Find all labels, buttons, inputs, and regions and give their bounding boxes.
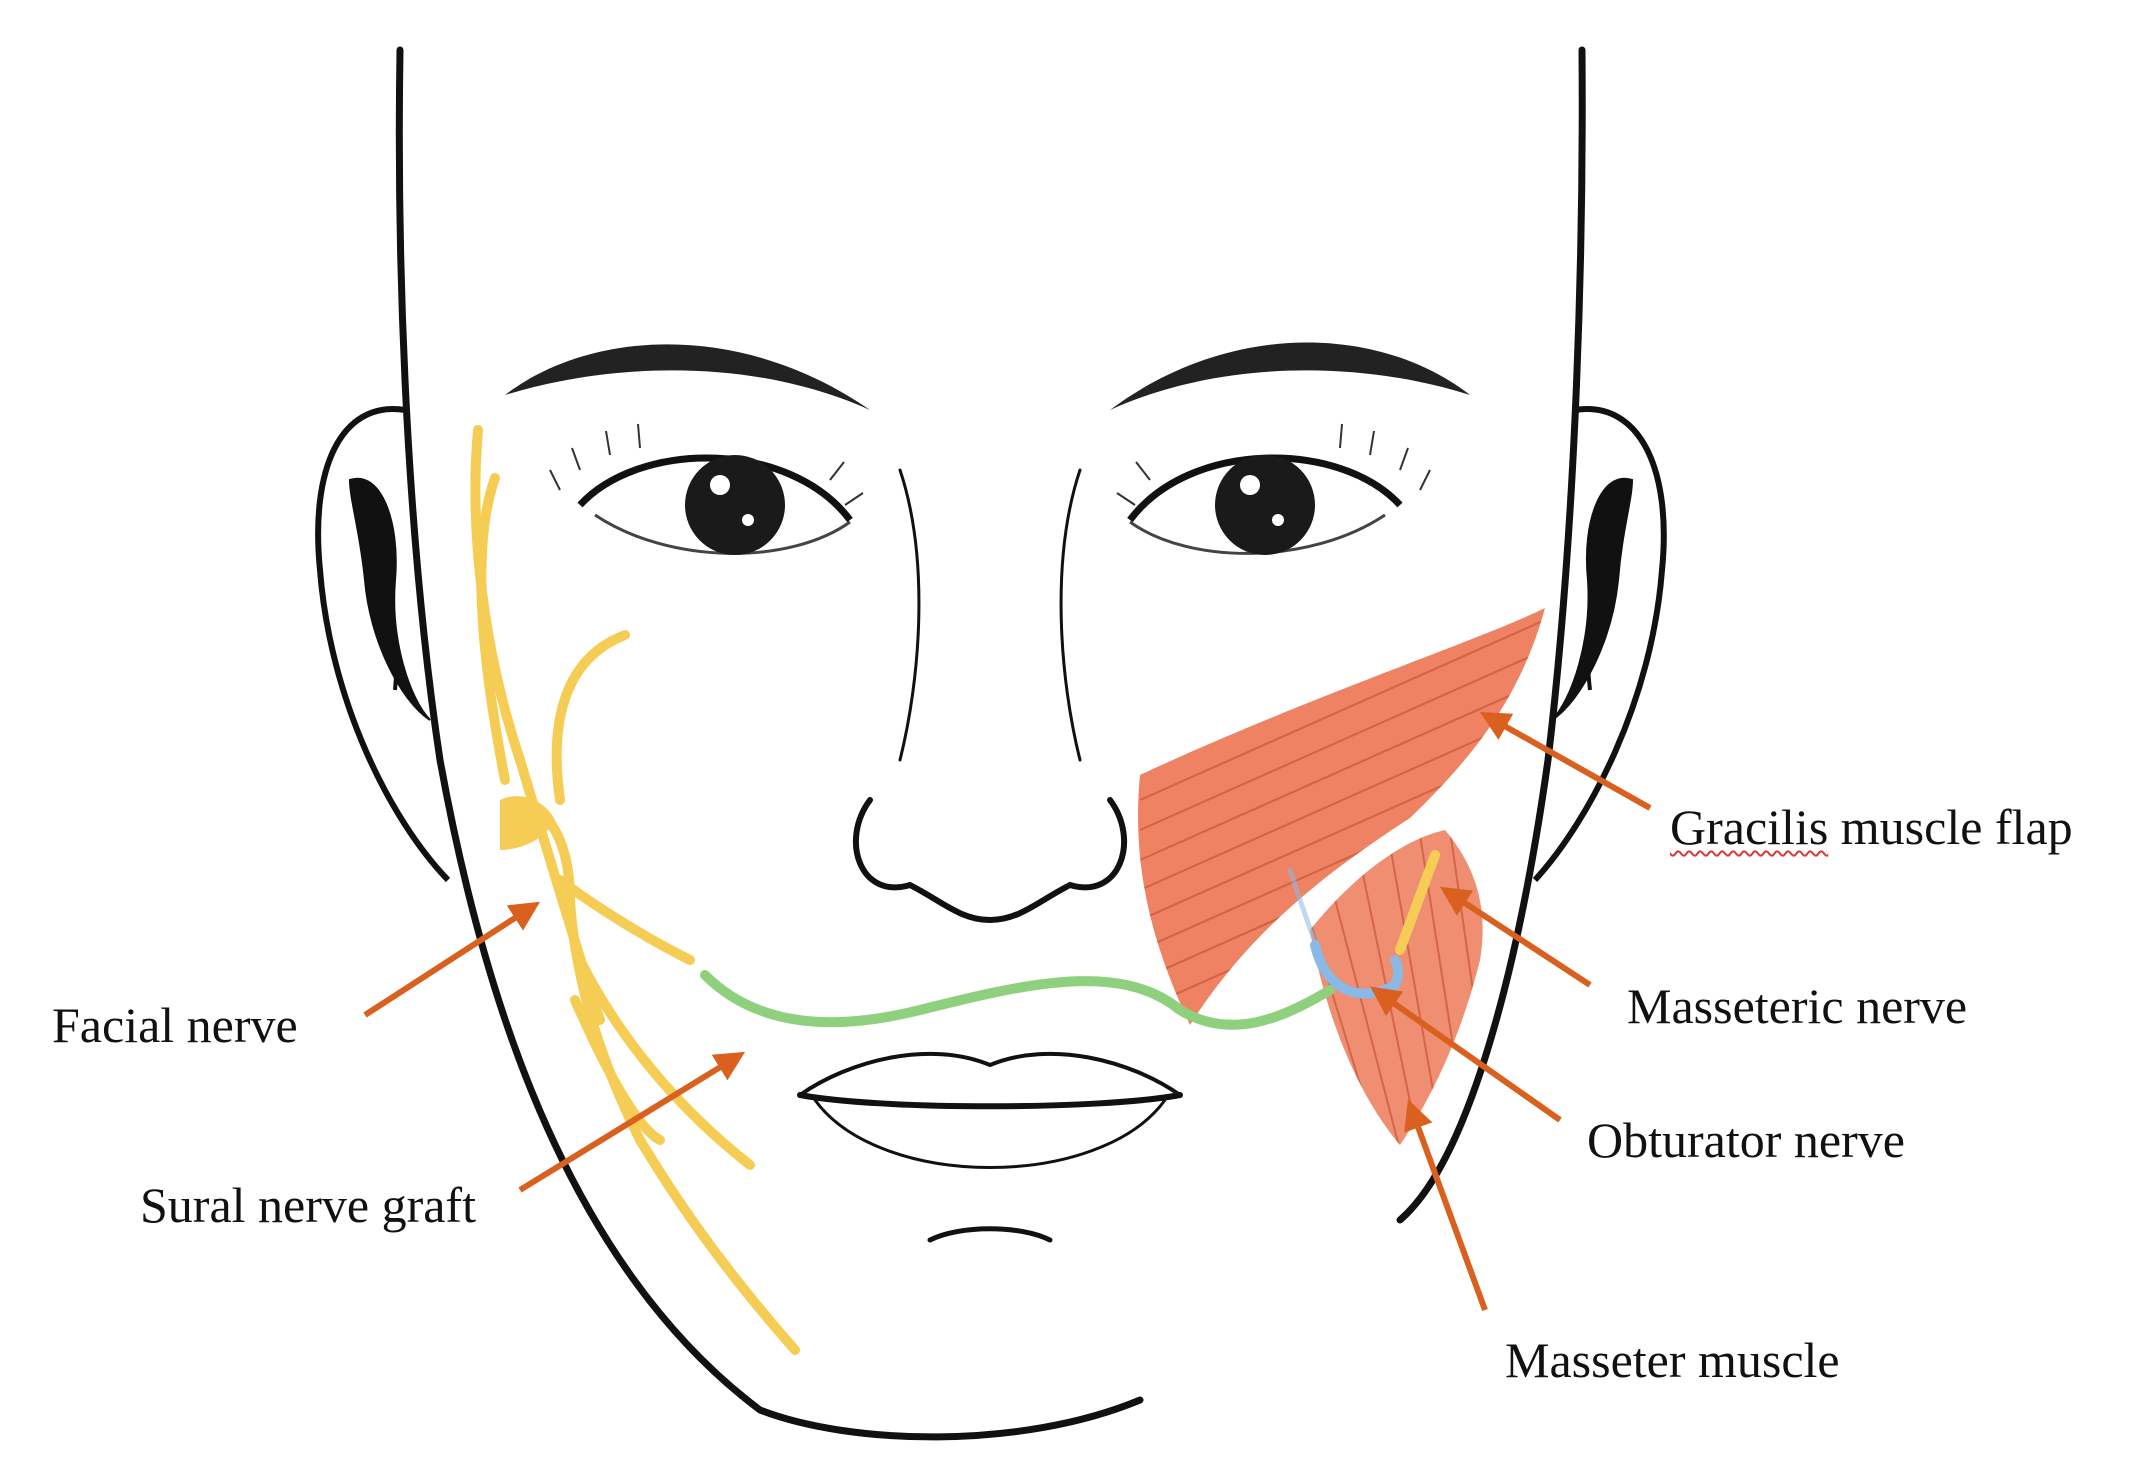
arrow-sural-nerve-graft [518, 1051, 746, 1193]
label-masseter-muscle: Masseter muscle [1505, 1332, 1840, 1388]
arrow-masseteric-nerve [1439, 886, 1592, 988]
face-right-contour [1396, 46, 1586, 1224]
arrow-masseter-muscle [1404, 1099, 1488, 1312]
left-eyebrow [505, 344, 870, 410]
eyebrows [505, 342, 1470, 410]
left-eye [549, 423, 864, 555]
label-gracilis-rest: muscle flap [1828, 799, 2073, 855]
right-eyebrow [1110, 342, 1470, 410]
label-facial-nerve: Facial nerve [52, 997, 298, 1053]
masseter-muscle [1310, 830, 1483, 1145]
right-ear [1532, 406, 1667, 883]
right-eye [1116, 423, 1431, 555]
obturator-nerve-faint [1287, 867, 1321, 953]
arrow-gracilis-muscle-flap [1479, 712, 1652, 811]
pointer-arrows [363, 712, 1652, 1312]
face-left-contour [395, 46, 1144, 1441]
face-outline [395, 46, 1586, 1441]
left-ear [315, 406, 451, 883]
nose [852, 468, 1128, 924]
facial-nerve-trunk [500, 796, 555, 850]
arrow-obturator-nerve [1370, 986, 1562, 1123]
lips [797, 1051, 1183, 1243]
sural-nerve-graft [700, 970, 1335, 1030]
facial-nerve-branches [470, 425, 1440, 1355]
label-obturator-nerve: Obturator nerve [1587, 1112, 1905, 1168]
label-sural-nerve-graft: Sural nerve graft [140, 1177, 476, 1233]
label-gracilis-word: Gracilis [1670, 799, 1829, 855]
label-gracilis-muscle-flap: Gracilis muscle flap [1670, 802, 2073, 852]
label-masseteric-nerve: Masseteric nerve [1627, 978, 1968, 1034]
arrow-facial-nerve [363, 901, 541, 1018]
